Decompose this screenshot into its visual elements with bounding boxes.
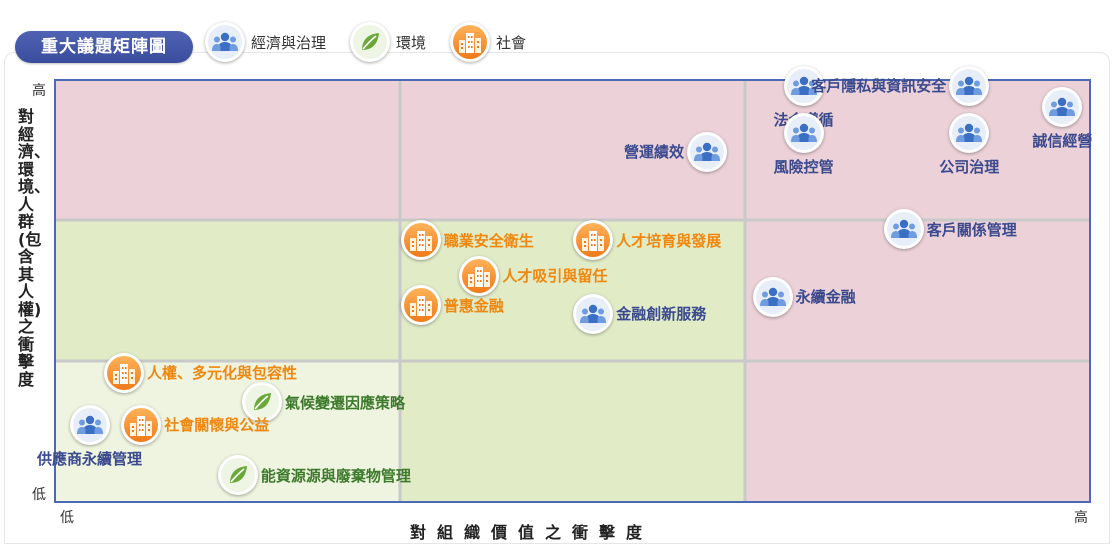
topic-point: 客戶隱私與資訊安全	[808, 65, 990, 106]
legend-governance: 經濟與治理	[205, 22, 326, 62]
zone-low-right	[745, 361, 1090, 502]
x-tick-low: 低	[60, 510, 74, 526]
topic-label: 營運績效	[624, 143, 685, 162]
topic-label: 金融創新服務	[616, 305, 707, 323]
topic-point: 能資源源與廢棄物管理	[217, 455, 411, 496]
topic-point: 社會關懷與公益	[121, 404, 270, 445]
leaf-icon	[242, 382, 282, 423]
topic-point: 金融創新服務	[573, 293, 707, 334]
topic-point: 客戶關係管理	[883, 209, 1017, 250]
building-icon	[459, 255, 500, 296]
topic-point: 人才吸引與留任	[459, 255, 608, 296]
people-icon	[949, 113, 990, 154]
topic-label: 供應商永續管理	[37, 449, 143, 468]
topic-point: 普惠金融	[400, 285, 504, 326]
people-icon	[752, 276, 793, 317]
leaf-icon	[350, 22, 390, 62]
x-tick-high: 高	[1074, 510, 1088, 526]
topic-point: 人權、多元化與包容性	[104, 352, 298, 393]
topic-label: 公司治理	[939, 158, 1000, 177]
leaf-icon	[217, 455, 258, 496]
topic-label: 永續金融	[795, 288, 856, 307]
topic-label: 人才培育與發展	[616, 231, 722, 250]
x-axis-label: 對組織價值之衝擊度	[410, 523, 654, 542]
topic-point: 人才培育與發展	[573, 220, 722, 261]
building-icon	[400, 220, 441, 261]
legend-label: 經濟與治理	[251, 33, 327, 52]
topic-label: 客戶隱私與資訊安全	[811, 77, 947, 96]
y-axis-label: 對經濟、環境、人群(包含其人權)之衝擊度	[18, 107, 51, 389]
people-icon	[783, 65, 824, 106]
building-icon	[121, 404, 162, 445]
people-icon	[205, 22, 245, 62]
topic-point: 職業安全衛生	[400, 220, 534, 261]
topic-point: 氣候變遷因應策略	[242, 382, 406, 423]
building-icon	[400, 285, 441, 326]
people-icon	[573, 293, 614, 334]
topic-label: 風險控管	[773, 158, 834, 177]
topic-label: 普惠金融	[443, 296, 504, 315]
topic-label: 氣候變遷因應策略	[285, 393, 406, 412]
topic-point: 供應商永續管理	[37, 404, 143, 469]
y-tick-low: 低	[32, 487, 46, 503]
people-icon	[883, 209, 924, 250]
building-icon	[450, 22, 490, 62]
topic-label: 客戶關係管理	[926, 220, 1017, 239]
people-icon	[69, 404, 110, 445]
people-icon	[783, 113, 824, 154]
topic-point: 誠信經營	[1032, 86, 1093, 151]
topic-label: 職業安全衛生	[443, 231, 534, 250]
legend-social: 社會	[450, 22, 526, 62]
topic-point: 風險控管	[774, 113, 834, 177]
y-tick-high: 高	[32, 83, 46, 99]
zone-low-middle	[400, 361, 745, 502]
page-title: 重大議題矩陣圖	[15, 31, 193, 63]
people-icon	[687, 131, 728, 172]
people-icon	[949, 65, 990, 106]
topic-label: 誠信經營	[1032, 131, 1093, 150]
building-icon	[573, 220, 614, 261]
legend-label: 環境	[396, 33, 427, 52]
people-icon	[1042, 86, 1083, 127]
topic-label: 社會關懷與公益	[164, 416, 270, 435]
topic-label: 人才吸引與留任	[502, 267, 608, 286]
zone-high	[55, 80, 1090, 220]
topic-point: 永續金融	[752, 276, 856, 317]
topic-point: 公司治理	[939, 113, 999, 177]
legend-environment: 環境	[350, 22, 426, 62]
building-icon	[104, 352, 144, 393]
topic-point: 營運績效	[621, 131, 728, 172]
legend-label: 社會	[496, 33, 527, 52]
topic-label: 人權、多元化與包容性	[147, 364, 298, 383]
plot-border	[54, 79, 1091, 503]
topic-label: 能資源源與廢棄物管理	[260, 466, 411, 485]
